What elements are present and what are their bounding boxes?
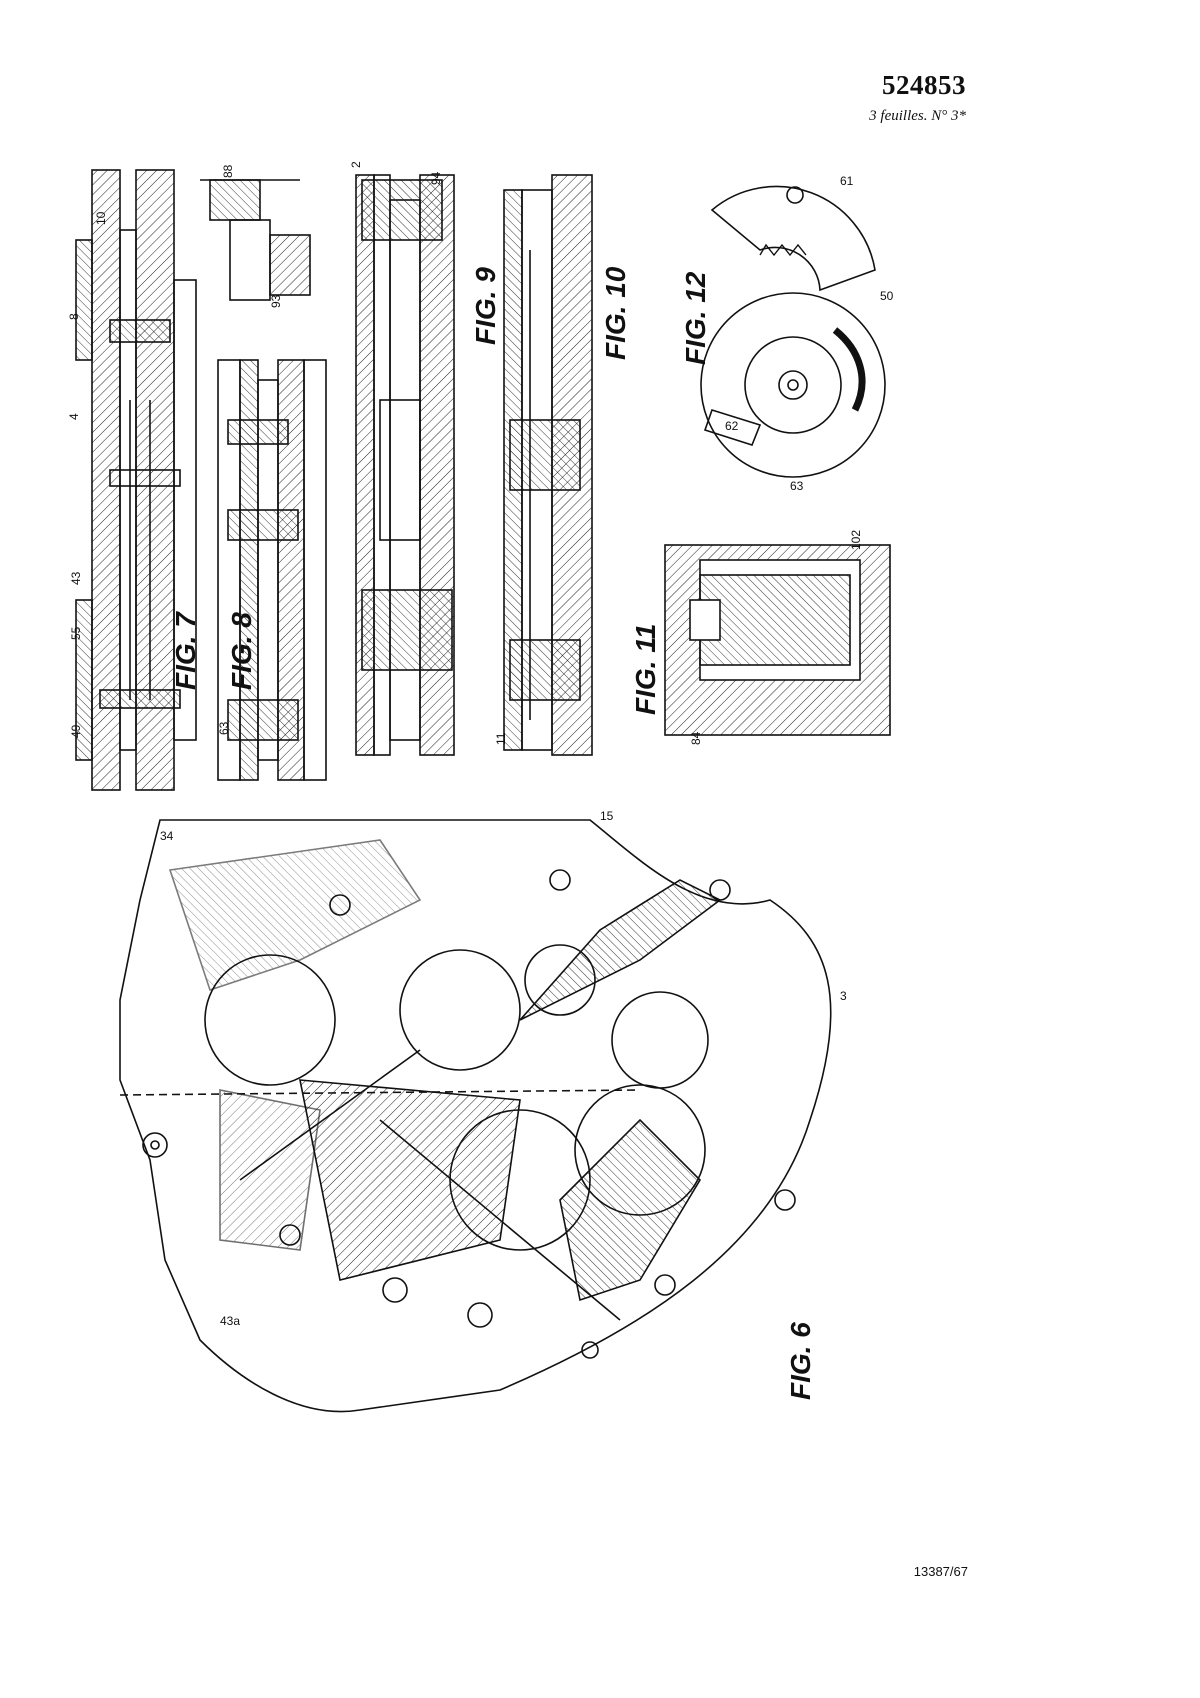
svg-text:49: 49 (69, 724, 83, 738)
fig7-label: FIG. 7 (170, 612, 201, 690)
fig10-drawing (503, 174, 593, 756)
fig6-drawing (119, 819, 832, 1413)
svg-text:3: 3 (840, 989, 847, 1003)
fig9-label: FIG. 9 (470, 267, 501, 345)
svg-text:84: 84 (689, 731, 703, 745)
fig9-drawing (355, 174, 455, 756)
fig10-label: FIG. 10 (600, 266, 631, 360)
svg-text:102: 102 (849, 530, 863, 550)
reference-number: 13387/67 (913, 1564, 968, 1579)
fig12-drawing (700, 185, 886, 478)
svg-text:88: 88 (221, 164, 235, 178)
svg-text:93: 93 (269, 294, 283, 308)
svg-text:34: 34 (160, 829, 174, 843)
fig8-label: FIG. 8 (226, 612, 257, 690)
sheet-note: 3 feuilles. N° 3* (869, 108, 966, 124)
svg-text:4: 4 (67, 413, 81, 420)
fig6-label: FIG. 6 (785, 1322, 816, 1400)
svg-text:43: 43 (69, 571, 83, 585)
svg-text:63: 63 (217, 721, 231, 735)
fig11-drawing (664, 544, 891, 736)
fig7-drawing (75, 169, 311, 791)
svg-text:94: 94 (429, 171, 443, 185)
svg-text:50: 50 (880, 289, 894, 303)
svg-text:62: 62 (725, 419, 739, 433)
patent-number: 524853 (882, 70, 966, 100)
svg-text:61: 61 (840, 174, 854, 188)
fig8-drawing (217, 359, 327, 781)
fig11-label: FIG. 11 (630, 623, 661, 715)
fig12-label: FIG. 12 (680, 271, 711, 365)
svg-text:43a: 43a (220, 1314, 240, 1328)
svg-text:63: 63 (790, 479, 804, 493)
svg-text:2: 2 (349, 161, 363, 168)
svg-text:10: 10 (94, 211, 108, 225)
svg-text:15: 15 (600, 809, 614, 823)
svg-text:8: 8 (67, 313, 81, 320)
svg-text:55: 55 (69, 626, 83, 640)
drawing-reference-numerals: 49 55 43 4 8 10 88 93 63 2 94 11 102 84 … (67, 161, 894, 1328)
svg-text:11: 11 (494, 732, 508, 745)
